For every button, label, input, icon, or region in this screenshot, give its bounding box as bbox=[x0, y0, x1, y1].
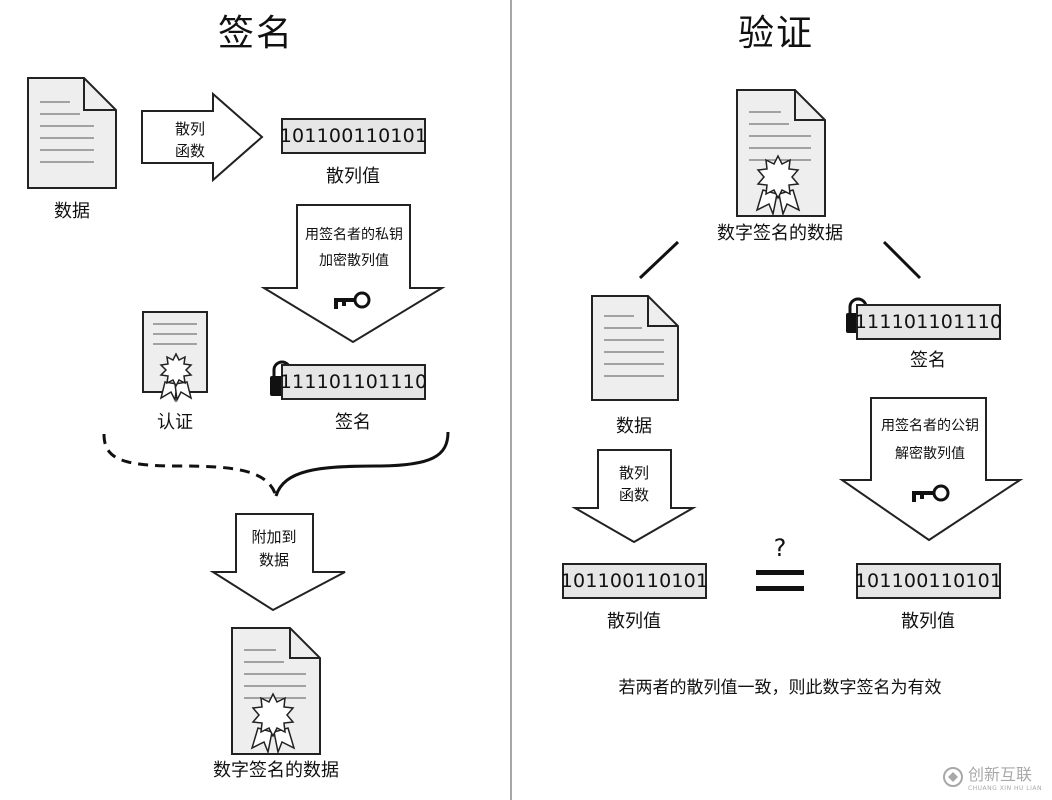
watermark-text: 创新互联 bbox=[967, 765, 1032, 784]
sign-signed-document-icon bbox=[231, 627, 321, 755]
sign-merge-brace-solid bbox=[274, 431, 450, 497]
watermark-logo-icon bbox=[942, 766, 963, 787]
verify-hash-arrow-label-line1: 散列 bbox=[618, 464, 650, 482]
verify-public-key-icon bbox=[912, 484, 950, 502]
sign-certificate-icon bbox=[142, 311, 208, 403]
sign-hash-arrow-label-line1: 散列 bbox=[174, 120, 206, 138]
sign-document-label: 数据 bbox=[54, 201, 90, 222]
sign-encrypt-arrow-label: 用签名者的私钥 加密散列值 bbox=[305, 222, 403, 274]
sign-encrypt-arrow-label-line1: 用签名者的私钥 bbox=[305, 227, 403, 243]
verify-signed-document-icon bbox=[736, 89, 826, 217]
verify-hash-value-right-label: 散列值 bbox=[901, 611, 955, 632]
sign-attach-arrow-label-line1: 附加到 bbox=[251, 528, 297, 546]
verify-decrypt-arrow-label: 用签名者的公钥 解密散列值 bbox=[881, 412, 979, 468]
sign-title: 签名 bbox=[217, 13, 295, 54]
verify-hash-function-arrow bbox=[571, 449, 697, 544]
equals-sign bbox=[756, 570, 804, 591]
verify-hash-arrow-label-line2: 函数 bbox=[618, 486, 650, 504]
verify-hash-value-left-label: 散列值 bbox=[607, 611, 661, 632]
verify-split-line-left bbox=[638, 240, 680, 280]
sign-encrypt-arrow bbox=[260, 204, 446, 344]
verify-hash-value-left-box: 101100110101 bbox=[561, 563, 708, 599]
watermark: 创新互联 CHUANG XIN HU LIAN bbox=[942, 761, 1042, 792]
sign-hash-value-label: 散列值 bbox=[326, 166, 380, 187]
sign-attach-arrow-label: 附加到 数据 bbox=[251, 526, 296, 572]
sign-signed-document-label: 数字签名的数据 bbox=[213, 760, 339, 781]
sign-private-key-icon bbox=[334, 291, 371, 309]
sign-hash-arrow-label-line2: 函数 bbox=[174, 142, 206, 160]
verify-conclusion-text: 若两者的散列值一致，则此数字签名为有效 bbox=[618, 678, 942, 698]
sign-signature-label: 签名 bbox=[335, 412, 371, 433]
verify-hash-value-right-box: 101100110101 bbox=[855, 563, 1002, 599]
sign-hash-value-box: 101100110101 bbox=[280, 118, 427, 154]
sign-attach-arrow bbox=[209, 513, 346, 612]
sign-merge-brace bbox=[102, 433, 278, 497]
sign-document-icon bbox=[27, 77, 117, 189]
sign-encrypt-arrow-label-line2: 加密散列值 bbox=[319, 253, 389, 269]
verify-document-icon bbox=[591, 295, 679, 401]
sign-attach-arrow-label-line2: 数据 bbox=[258, 551, 290, 569]
sign-hash-arrow-label: 散列 函数 bbox=[175, 118, 205, 162]
sign-signature-box: 111101101110 bbox=[280, 364, 427, 400]
verify-hash-arrow-label: 散列 函数 bbox=[619, 462, 649, 506]
watermark-subtext: CHUANG XIN HU LIAN bbox=[967, 785, 1042, 792]
verify-decrypt-arrow-label-line2: 解密散列值 bbox=[895, 446, 965, 462]
verify-signature-label: 签名 bbox=[910, 350, 946, 371]
sign-hash-function-arrow bbox=[141, 91, 264, 183]
verify-document-label: 数据 bbox=[616, 416, 652, 437]
sign-certificate-label: 认证 bbox=[157, 412, 193, 433]
verify-decrypt-arrow-label-line1: 用签名者的公钥 bbox=[881, 418, 979, 434]
verify-title: 验证 bbox=[737, 13, 815, 54]
verify-decrypt-arrow bbox=[838, 397, 1024, 542]
verify-split-line-right bbox=[882, 240, 922, 280]
verify-signed-document-label: 数字签名的数据 bbox=[717, 223, 843, 244]
question-mark: ? bbox=[773, 534, 787, 562]
verify-signature-box: 111101101110 bbox=[855, 304, 1002, 340]
